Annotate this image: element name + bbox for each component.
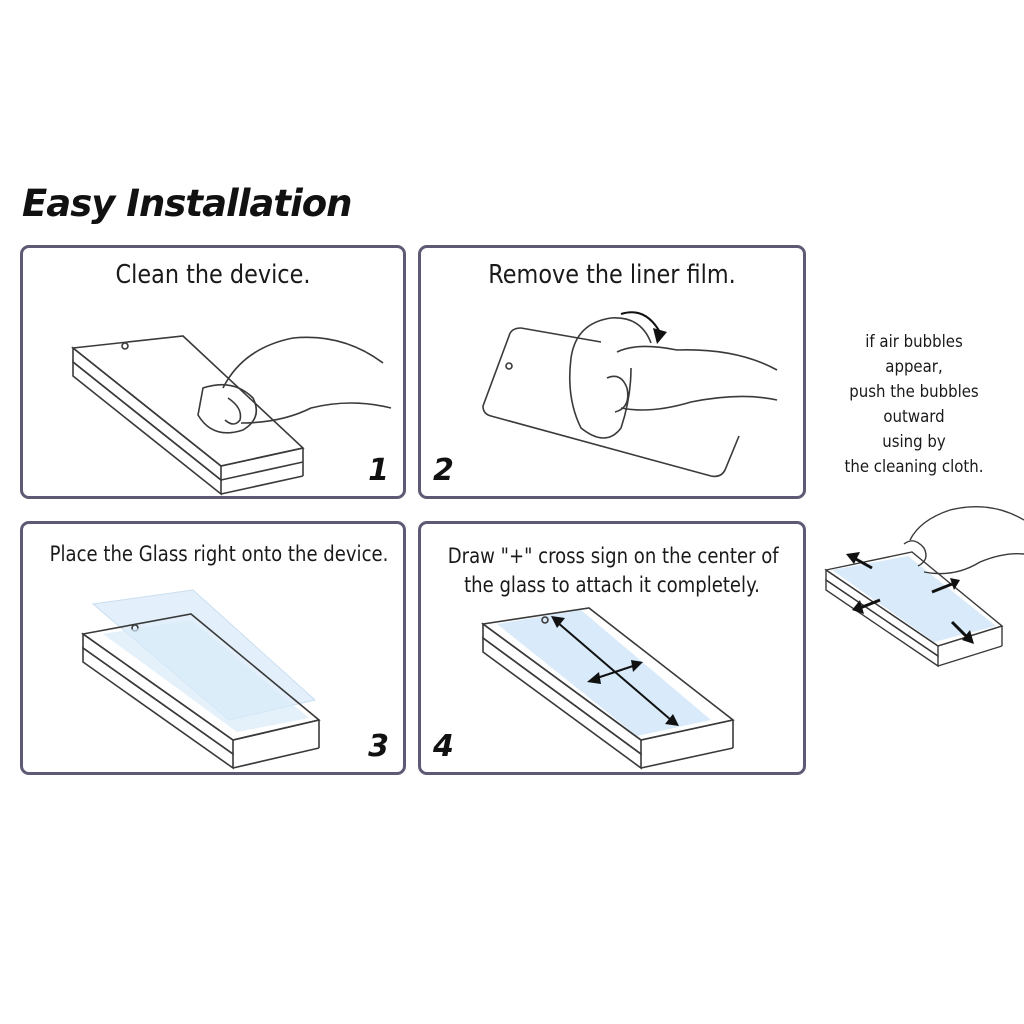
step-3-panel: Place the Glass right onto the device. 3 <box>20 521 406 775</box>
step-4-number: 4 <box>433 729 454 764</box>
note-line: push the bubbles <box>849 382 979 402</box>
step-2-panel: Remove the liner film. 2 <box>418 245 806 499</box>
step-4-caption: Draw "+" cross sign on the center of the… <box>447 542 779 600</box>
note-line: outward <box>883 407 945 427</box>
note-line: using by <box>882 432 946 452</box>
cross-sign-illustration <box>480 607 735 770</box>
note-line: the cleaning cloth. <box>844 457 984 477</box>
step-1-number: 1 <box>368 453 389 488</box>
step-4-caption-line-1: Draw "+" cross sign on the center of <box>447 544 779 568</box>
step-2-number: 2 <box>433 453 454 488</box>
note-line: appear, <box>885 357 943 377</box>
remove-liner-illustration <box>482 311 778 478</box>
step-1-caption: Clean the device. <box>115 260 311 290</box>
step-4-panel: Draw "+" cross sign on the center of the… <box>418 521 806 775</box>
step-4-caption-line-2: the glass to attach it completely. <box>464 573 760 597</box>
step-2-caption: Remove the liner film. <box>488 260 736 290</box>
place-glass-illustration <box>80 589 321 770</box>
clean-device-illustration <box>70 335 392 496</box>
note-line: if air bubbles <box>865 332 963 352</box>
air-bubbles-note: if air bubbles appear, push the bubbles … <box>837 330 992 480</box>
step-1-panel: Clean the device. 1 <box>20 245 406 499</box>
step-3-number: 3 <box>368 729 389 764</box>
step-3-caption: Place the Glass right onto the device. <box>49 542 389 566</box>
push-bubbles-illustration <box>824 505 1024 668</box>
page-title: Easy Installation <box>22 182 353 225</box>
